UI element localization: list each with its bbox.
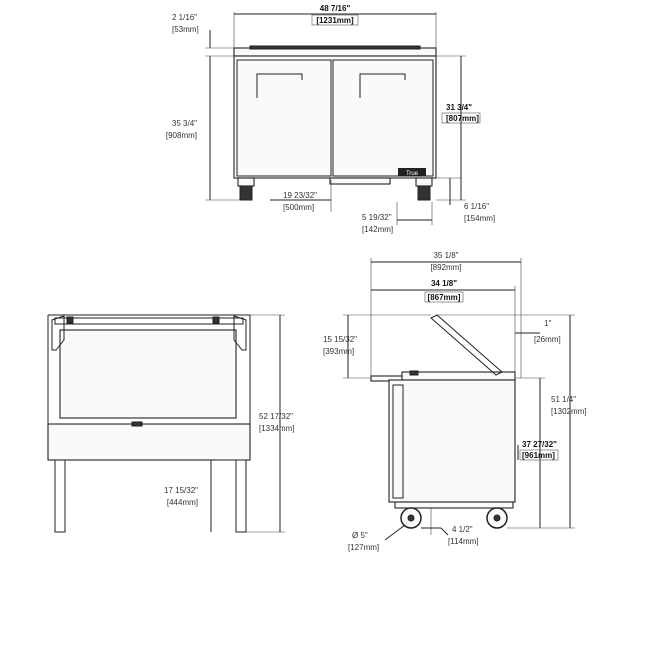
brand-badge-text: True: [406, 171, 419, 177]
side-rear-caster: [486, 507, 508, 529]
caster-diameter-in: Ø 5": [352, 531, 368, 540]
open-height-mm: [1302mm]: [551, 407, 587, 416]
counter-height-in: 31 3/4": [446, 103, 472, 112]
caster-setback-mm: [114mm]: [448, 537, 479, 546]
work-height-in: 37 27/32": [522, 440, 557, 449]
right-leg: [235, 459, 247, 533]
caster-offset-in: 5 19/32": [362, 213, 392, 222]
brand-badge: [398, 168, 426, 176]
open-front-view: 52 17/32" [1334mm] 17 15/32" [444mm]: [47, 314, 295, 533]
caster-offset-mm: [142mm]: [362, 225, 393, 234]
front-width-mm: [1231mm]: [316, 16, 354, 25]
right-door-handle: [359, 73, 406, 98]
caster-diameter-mm: [127mm]: [348, 543, 379, 552]
body-height-mm: [908mm]: [166, 131, 197, 140]
lid-gap-in: 1": [544, 319, 551, 328]
body-depth-in: 34 1/8": [431, 279, 457, 288]
side-cabinet: [388, 379, 516, 503]
front-view: 48 7/16" [1231mm] True 2 1/16": [166, 4, 495, 234]
total-height-in: 52 17/32": [259, 412, 293, 421]
front-left-caster: [237, 177, 255, 201]
front-width-in: 48 7/16": [320, 4, 351, 13]
caster-height-in: 6 1/16": [464, 202, 489, 211]
total-height-mm: [1334mm]: [259, 424, 295, 433]
body-height-in: 35 3/4": [172, 119, 197, 128]
open-base: [47, 423, 251, 461]
work-height-mm: [961mm]: [522, 451, 555, 460]
lid-rise-mm: [393mm]: [323, 347, 354, 356]
caster-setback-in: 4 1/2": [452, 525, 473, 534]
counter-height-mm: [807mm]: [446, 114, 479, 123]
lid-offset-mm: [53mm]: [172, 25, 199, 34]
open-interior: [59, 329, 237, 419]
leg-height-mm: [444mm]: [167, 498, 198, 507]
open-lid: [430, 314, 503, 376]
open-height-in: 51 1/4": [551, 395, 576, 404]
lid-gap-mm: [26mm]: [534, 335, 561, 344]
overall-depth-in: 35 1/8": [433, 251, 458, 260]
caster-spacing-mm: [500mm]: [283, 203, 314, 212]
left-door-handle: [256, 73, 303, 98]
leg-height-in: 17 15/32": [164, 486, 198, 495]
body-depth-mm: [867mm]: [428, 293, 461, 302]
caster-height-mm: [154mm]: [464, 214, 495, 223]
lid-offset-in: 2 1/16": [172, 13, 197, 22]
lid-rise-in: 15 15/32": [323, 335, 357, 344]
caster-spacing-in: 19 23/32": [283, 191, 317, 200]
side-front-caster: [400, 507, 422, 529]
overall-depth-mm: [892mm]: [430, 263, 461, 272]
front-right-caster: [415, 177, 433, 201]
left-leg: [54, 459, 66, 533]
side-view: 35 1/8" [892mm] 34 1/8" [867mm]: [323, 251, 587, 552]
